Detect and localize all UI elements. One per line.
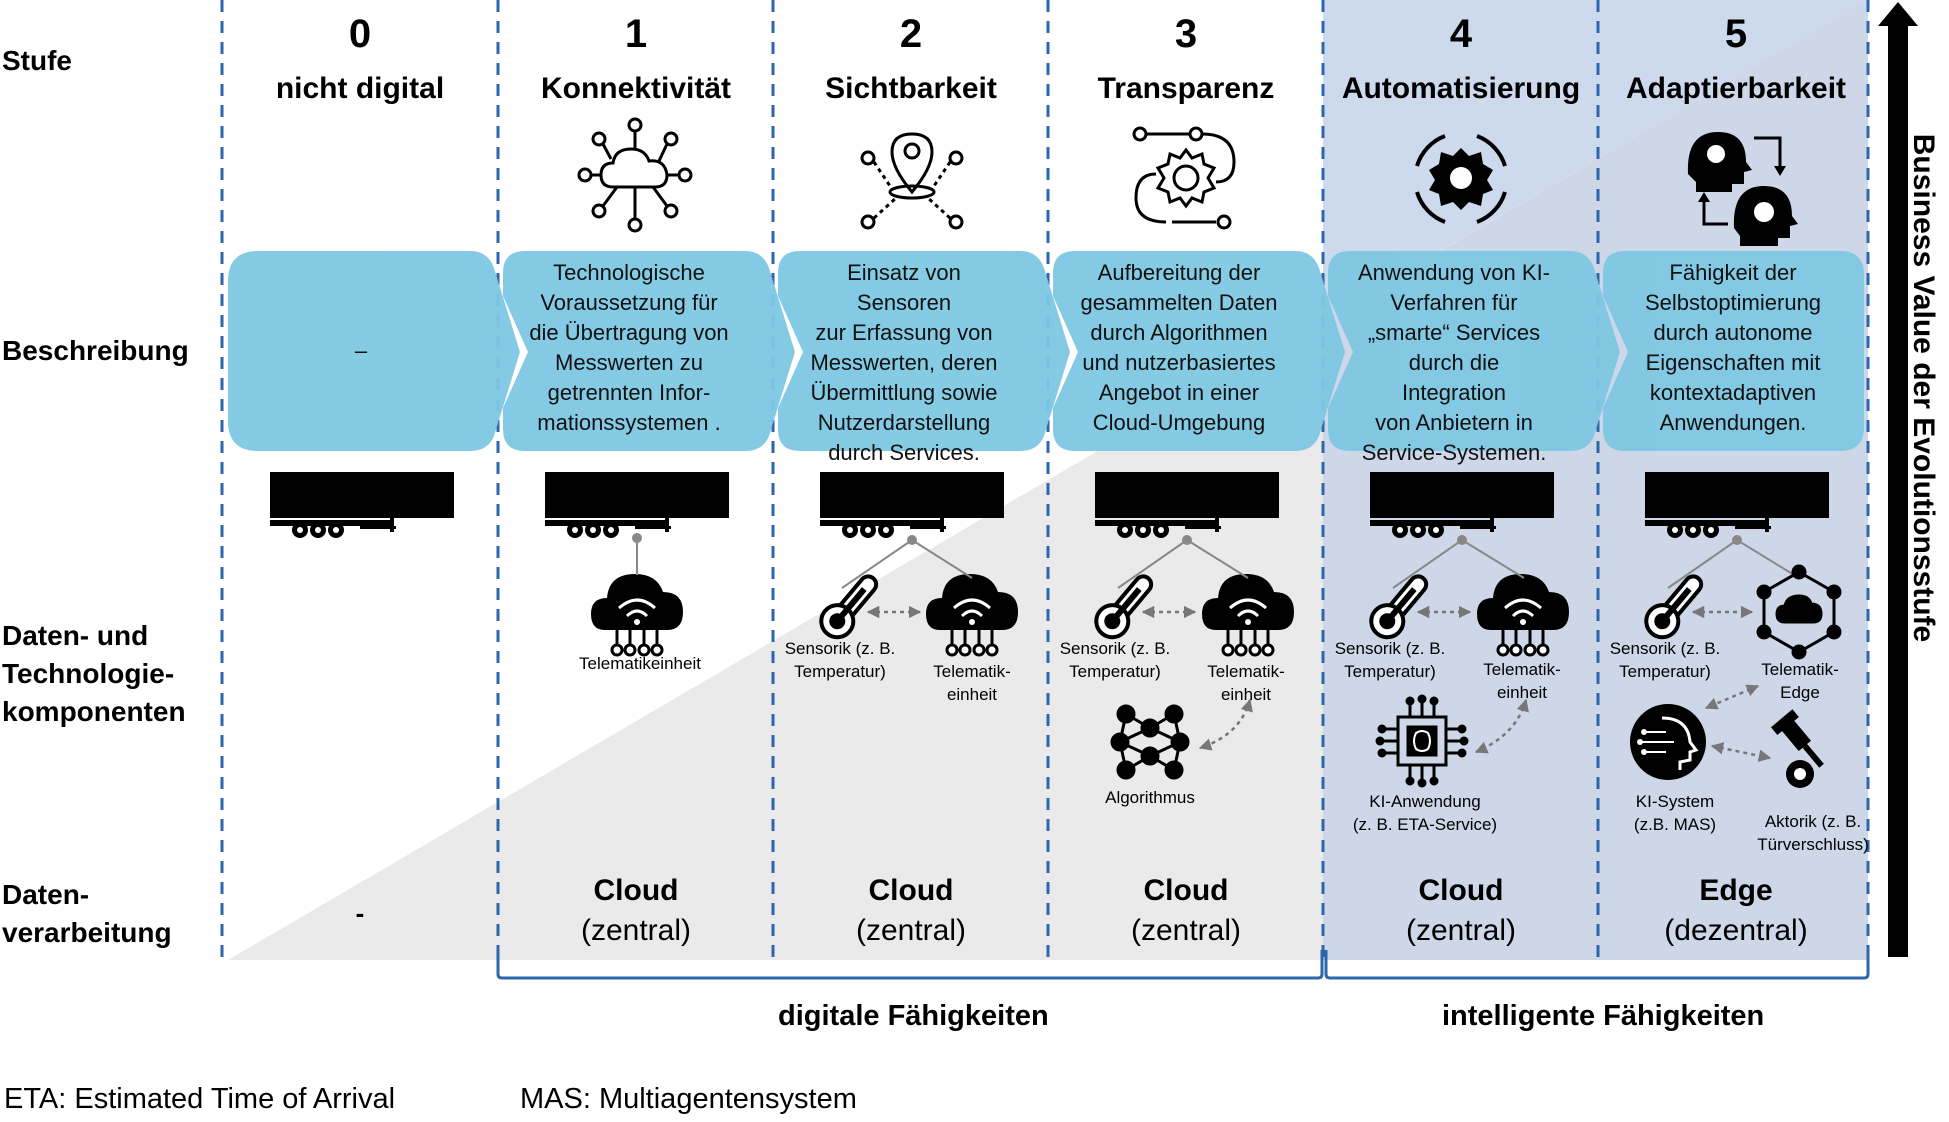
stage-number: 0 xyxy=(348,12,372,56)
cloud-wifi-icon xyxy=(1202,574,1294,657)
column-separators xyxy=(220,0,1870,960)
group-intelligent-label: intelligente Fähigkeiten xyxy=(1442,1000,1765,1032)
location-pin-network-icon xyxy=(860,132,964,230)
stage-title: nicht digital xyxy=(275,72,445,105)
business-value-label: Business Value der Evolutionsstufe xyxy=(1907,133,1940,643)
truck-icon xyxy=(1370,472,1554,538)
label-telematik-edge: Telematik- Edge xyxy=(1761,660,1839,702)
brackets xyxy=(496,950,1870,980)
truck-row xyxy=(270,472,1829,538)
hexagon-cloud-icon xyxy=(1756,564,1842,660)
label-aktorik: Aktorik (z. B. Türverschluss) xyxy=(1757,812,1869,854)
row-label-beschreibung: Beschreibung xyxy=(2,335,189,366)
stage-title: Transparenz xyxy=(1097,72,1275,105)
label-sensorik-2: Sensorik (z. B. Temperatur) xyxy=(784,639,896,681)
automation-gear-icon xyxy=(1415,134,1507,224)
stage-description: Aufbereitung der gesammelten Daten durch… xyxy=(1080,260,1278,435)
stage-processing: - xyxy=(355,898,365,928)
stage-description: – xyxy=(354,338,368,363)
label-sensorik-5: Sensorik (z. B. Temperatur) xyxy=(1609,639,1721,681)
thermometer-icon xyxy=(819,574,879,640)
footnote-eta: ETA: Estimated Time of Arrival xyxy=(4,1083,396,1115)
truck-icon xyxy=(820,472,1004,538)
truck-icon xyxy=(1645,472,1829,538)
cloud-network-icon xyxy=(577,117,693,233)
stage-processing-sub: (dezentral) xyxy=(1664,914,1808,947)
stage-processing-sub: (zentral) xyxy=(855,914,967,947)
stage-number: 1 xyxy=(624,12,648,56)
cloud-wifi-icon xyxy=(926,574,1018,657)
stage-number: 3 xyxy=(1174,12,1198,56)
stage-processing: Cloud xyxy=(593,874,679,907)
dotted-arrows xyxy=(866,605,1772,762)
truck-icon xyxy=(270,472,454,538)
ai-chip-icon xyxy=(1375,694,1469,788)
label-ki-anwendung: KI-Anwendung (z. B. ETA-Service) xyxy=(1352,792,1498,834)
stage-processing-sub: (zentral) xyxy=(580,914,692,947)
stage-processing-sub: (zentral) xyxy=(1130,914,1242,947)
stage-processing: Cloud xyxy=(868,874,954,907)
row-label-komponenten: Daten- und Technologie- komponenten xyxy=(2,620,186,727)
label-telematik-4: Telematik- einheit xyxy=(1483,660,1561,702)
thermometer-icon xyxy=(1094,574,1154,640)
stage-number: 2 xyxy=(899,12,923,56)
stage-title: Adaptierbarkeit xyxy=(1625,72,1847,105)
stage-description: Technologische Voraussetzung für die Übe… xyxy=(529,260,729,435)
truck-icon xyxy=(545,472,729,538)
thermometer-icon xyxy=(1369,574,1429,640)
neural-network-icon xyxy=(1110,704,1190,780)
stage-title: Sichtbarkeit xyxy=(825,72,997,105)
gear-process-icon xyxy=(1132,126,1236,230)
label-sensorik-3: Sensorik (z. B. Temperatur) xyxy=(1059,639,1171,681)
label-telematikeinheit: Telematikeinheit xyxy=(579,654,701,673)
label-algorithmus: Algorithmus xyxy=(1105,788,1195,807)
stage-processing: Cloud xyxy=(1143,874,1229,907)
label-telematik-2: Telematik- einheit xyxy=(933,662,1011,704)
business-value-arrow xyxy=(1878,2,1918,957)
ai-head-icon xyxy=(1630,704,1706,780)
footnote-mas: MAS: Multiagentensystem xyxy=(520,1083,857,1115)
stage-title: Konnektivität xyxy=(540,72,732,105)
stage-number: 5 xyxy=(1724,12,1748,56)
head-gear-lightbulb-icon xyxy=(1687,132,1798,246)
thermometer-icon xyxy=(1644,574,1704,640)
stage-description: Einsatz von Sensoren zur Erfassung von M… xyxy=(810,260,998,465)
stage-description: Fähigkeit der Selbstoptimierung durch au… xyxy=(1644,260,1822,435)
cloud-wifi-icon xyxy=(591,574,683,657)
stage-description: Anwendung von KI- Verfahren für „smarte“… xyxy=(1357,260,1551,465)
cloud-wifi-icon xyxy=(1477,574,1569,657)
group-digital-label: digitale Fähigkeiten xyxy=(778,1000,1049,1032)
actuator-piston-icon xyxy=(1770,709,1824,788)
stage-number: 4 xyxy=(1449,12,1473,56)
row-label-stufe: Stufe xyxy=(2,45,72,76)
chevron-row xyxy=(228,251,1864,451)
label-sensorik-4: Sensorik (z. B. Temperatur) xyxy=(1334,639,1446,681)
label-ki-system: KI-System (z.B. MAS) xyxy=(1633,792,1717,834)
stage-processing: Cloud xyxy=(1418,874,1504,907)
truck-icon xyxy=(1095,472,1279,538)
stage-processing-sub: (zentral) xyxy=(1405,914,1517,947)
row-label-verarbeitung: Daten- verarbeitung xyxy=(2,879,172,948)
stage-title: Automatisierung xyxy=(1341,72,1581,105)
connection-lines xyxy=(636,538,1800,589)
label-telematik-3: Telematik- einheit xyxy=(1207,662,1285,704)
stage-processing: Edge xyxy=(1699,874,1773,907)
